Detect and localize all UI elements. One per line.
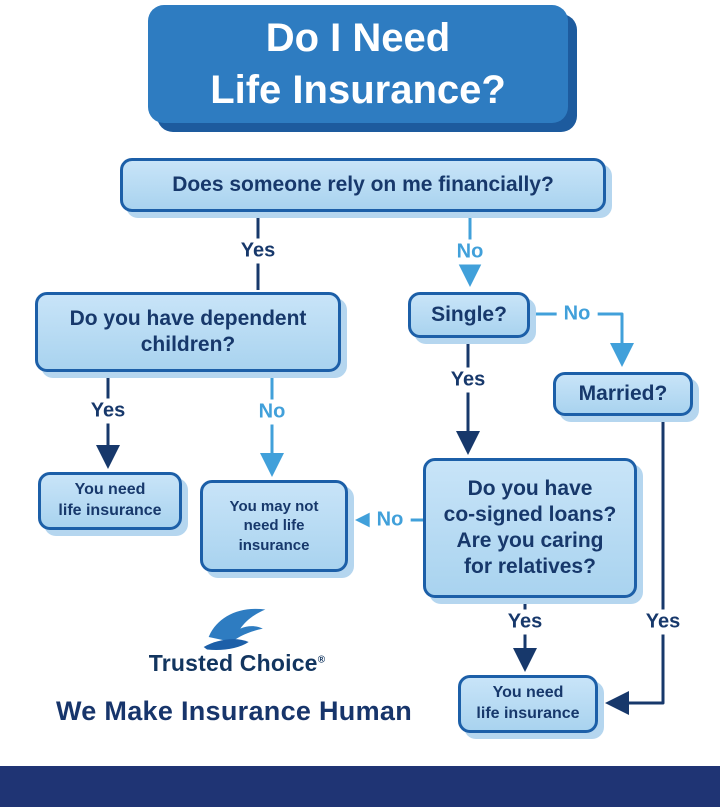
- title-line-1: Do I Need: [265, 16, 451, 60]
- node-cosigned-line-3: Are you caring: [456, 529, 604, 552]
- connector-married-yes: [605, 416, 665, 715]
- branch-label-cosigned-no: No: [369, 507, 411, 533]
- node-children-line-2: children?: [140, 333, 236, 356]
- node-dependent-children: Do you have dependent children?: [35, 292, 341, 372]
- branch-label-children-yes: Yes: [83, 398, 133, 424]
- node-need-bottom-line-2: life insurance: [476, 705, 580, 722]
- registered-mark: ®: [317, 654, 326, 666]
- node-rely-line-1: Does someone rely on me financially?: [172, 172, 554, 196]
- logo-text: Trusted Choice: [148, 650, 318, 676]
- logo-wordmark: Trusted Choice®: [130, 650, 344, 677]
- node-married-line-1: Married?: [578, 381, 668, 405]
- title-line-2: Life Insurance?: [210, 68, 506, 112]
- node-need-left-line-2: life insurance: [58, 502, 162, 519]
- node-may-not-need-insurance: You may not need life insurance: [200, 480, 348, 572]
- branch-label-children-no: No: [251, 399, 293, 425]
- node-rely-financially: Does someone rely on me financially?: [120, 158, 606, 212]
- branch-label-single-no: No: [556, 301, 598, 327]
- branch-label-single-yes: Yes: [443, 367, 493, 393]
- node-single: Single?: [408, 292, 530, 338]
- node-single-line-1: Single?: [431, 302, 507, 326]
- bird-icon: [203, 608, 266, 650]
- title-box: Do I Need Life Insurance?: [148, 5, 568, 123]
- branch-label-cosigned-yes: Yes: [500, 609, 550, 635]
- footer-bar: [0, 766, 720, 807]
- node-need-bottom-line-1: You need: [492, 684, 564, 702]
- node-maynot-line-2: need life: [243, 517, 305, 535]
- node-cosigned-line-4: for relatives?: [464, 555, 596, 579]
- branch-label-rely-yes: Yes: [233, 238, 283, 264]
- tagline: We Make Insurance Human: [56, 696, 413, 726]
- node-maynot-line-3: insurance: [238, 536, 310, 554]
- node-cosigned-line-1: Do you have: [467, 476, 593, 500]
- node-children-line-1: Do you have dependent: [69, 306, 307, 330]
- branch-label-married-yes: Yes: [638, 609, 688, 635]
- branch-label-rely-no: No: [449, 239, 491, 265]
- node-married: Married?: [553, 372, 693, 416]
- node-need-insurance-bottom: You need life insurance: [458, 675, 598, 733]
- node-need-left-line-1: You need: [74, 481, 146, 499]
- node-cosigned-loans: Do you have co-signed loans? Are you car…: [423, 458, 637, 598]
- node-cosigned-line-2: co-signed loans?: [443, 502, 617, 526]
- node-need-insurance-left: You need life insurance: [38, 472, 182, 530]
- node-maynot-line-1: You may not: [229, 497, 319, 515]
- trusted-choice-logo: Trusted Choice®: [130, 602, 344, 677]
